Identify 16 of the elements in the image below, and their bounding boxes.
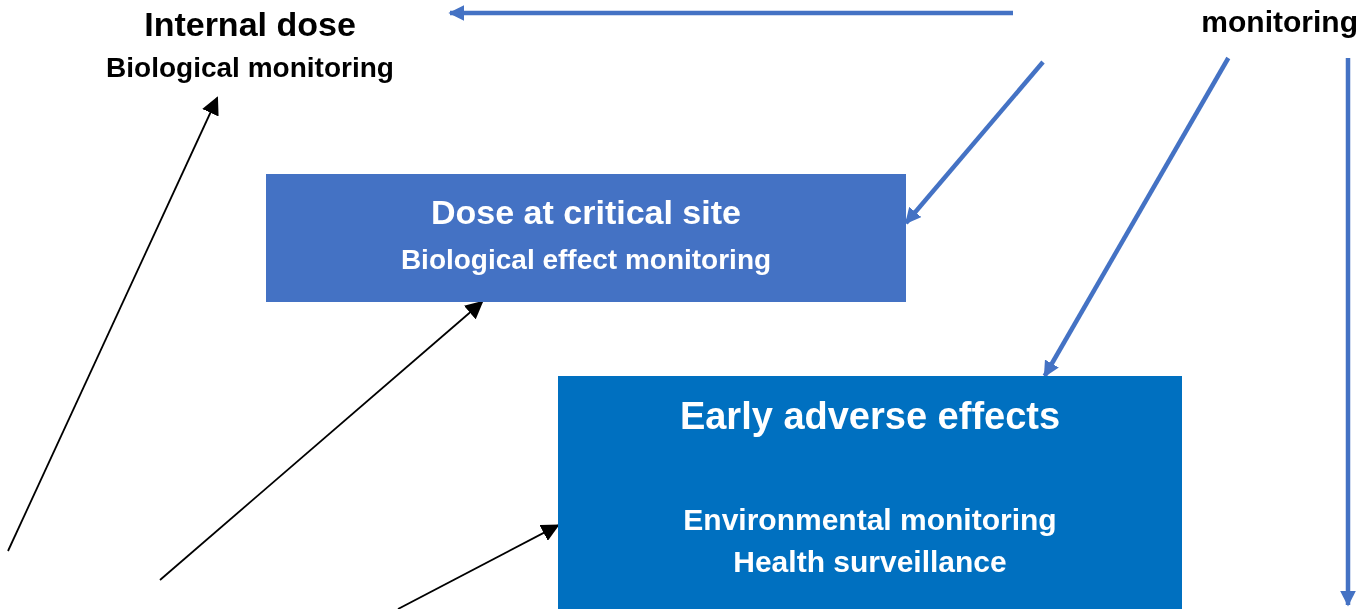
node-heading: Early adverse effects bbox=[679, 394, 1061, 439]
node-text: Biological monitoring bbox=[106, 50, 394, 85]
process-box bbox=[558, 376, 1182, 609]
arrow bbox=[397, 524, 560, 609]
arrow bbox=[159, 300, 484, 581]
node-text: Health surveillance bbox=[733, 543, 1007, 580]
node-text: Environmental monitoring bbox=[683, 501, 1057, 538]
arrow bbox=[1042, 56, 1231, 378]
node-heading: Dose at critical site bbox=[431, 192, 741, 233]
node-heading: Internal dose bbox=[144, 4, 356, 45]
arrow bbox=[7, 96, 219, 552]
node-text: Biological effect monitoring bbox=[400, 242, 772, 277]
arrow bbox=[448, 5, 1013, 21]
arrow bbox=[1340, 58, 1356, 607]
node-heading: monitoring bbox=[1201, 4, 1358, 40]
process-box bbox=[266, 174, 906, 302]
